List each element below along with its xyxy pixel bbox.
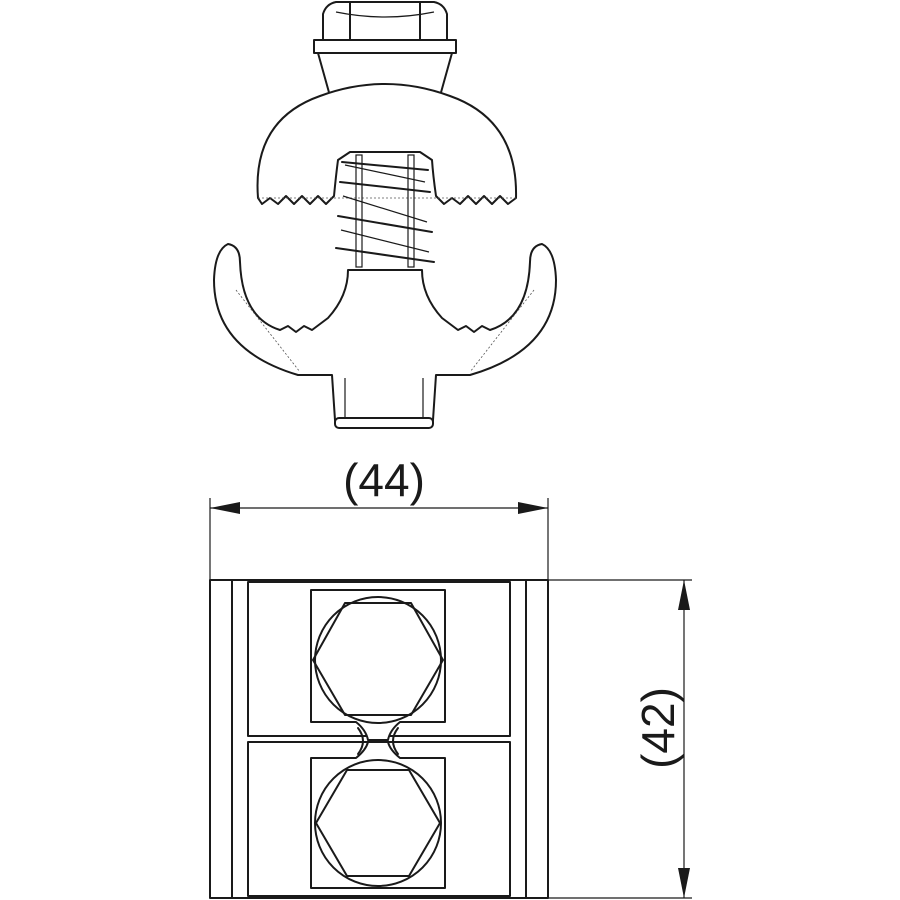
arrow-down-icon bbox=[678, 868, 690, 898]
hex-nut-top bbox=[313, 1, 457, 97]
spring-bolt bbox=[335, 154, 435, 268]
width-dimension-label: (44) bbox=[343, 454, 425, 506]
lower-jaw bbox=[213, 243, 557, 429]
clamp-side-view bbox=[213, 1, 557, 429]
upper-jaw bbox=[256, 83, 518, 205]
height-dimension-label: (42) bbox=[632, 687, 684, 769]
arrow-up-icon bbox=[678, 580, 690, 610]
lower-hex-bolt bbox=[310, 741, 446, 889]
clamp-front-view bbox=[209, 579, 549, 899]
arrow-right-icon bbox=[518, 502, 548, 514]
upper-hex-bolt bbox=[310, 589, 446, 741]
height-dimension: (42) bbox=[548, 579, 692, 899]
arrow-left-icon bbox=[210, 502, 240, 514]
width-dimension: (44) bbox=[209, 454, 549, 580]
